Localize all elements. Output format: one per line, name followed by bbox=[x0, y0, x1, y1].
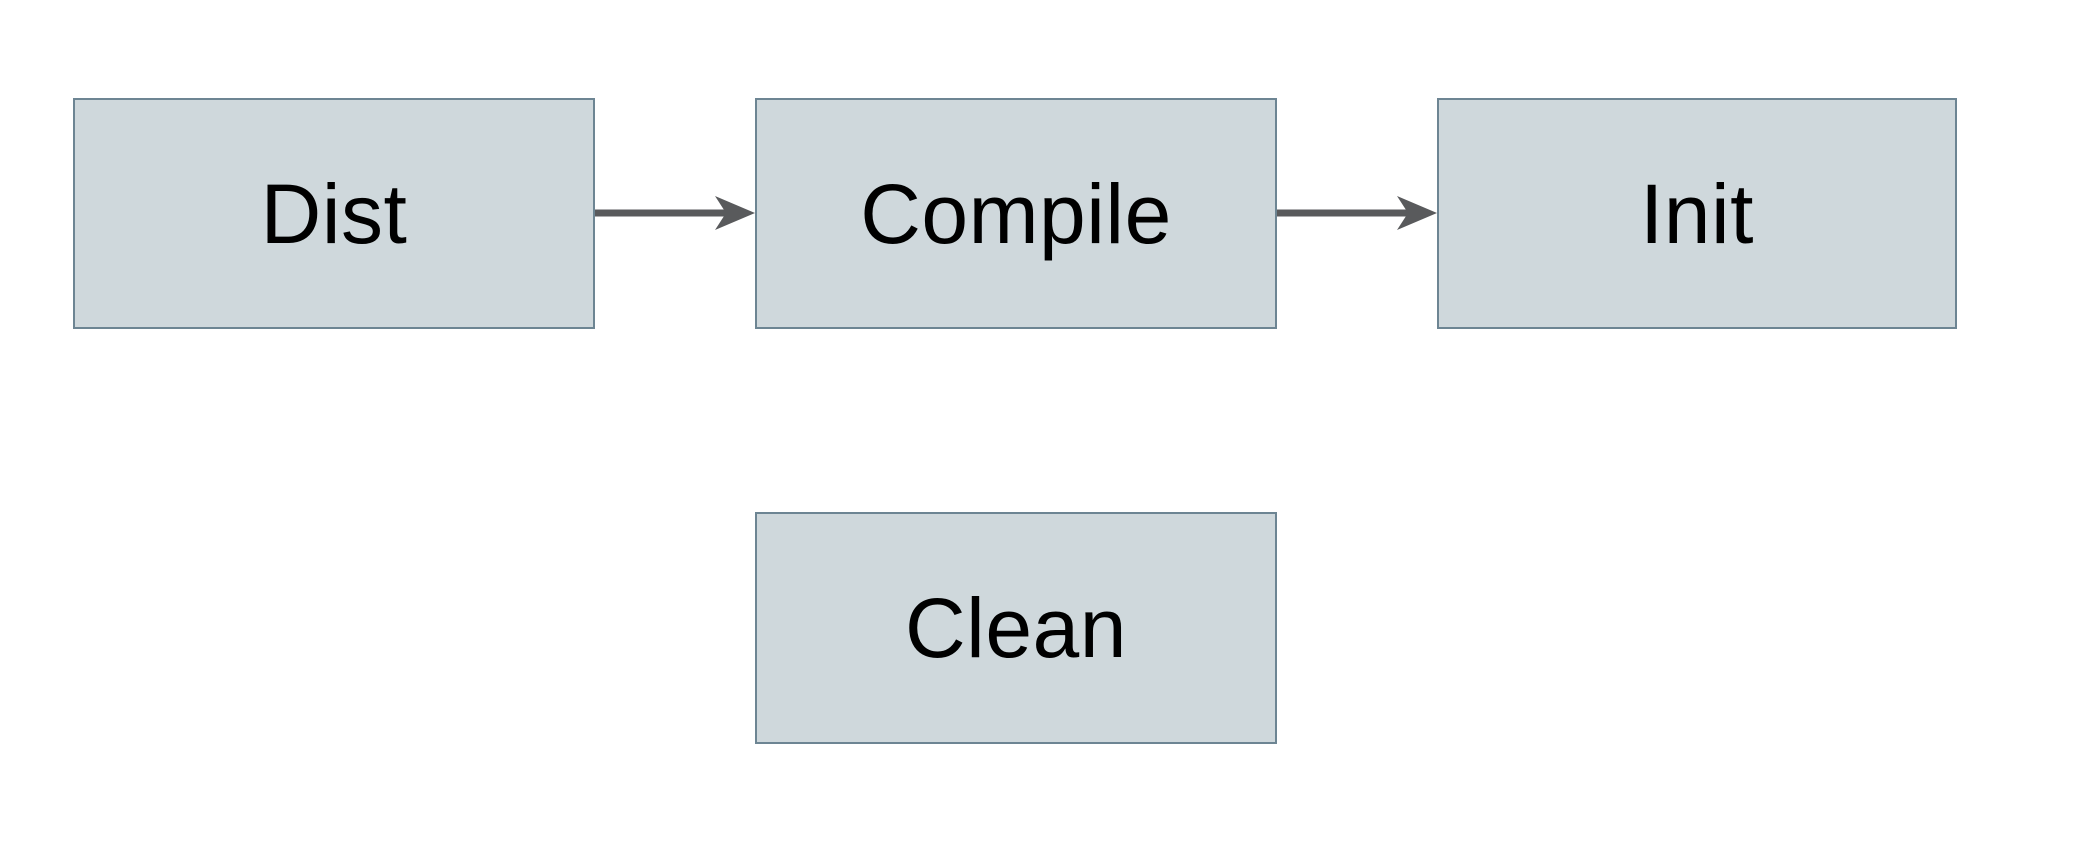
node-compile: Compile bbox=[755, 98, 1277, 329]
node-clean: Clean bbox=[755, 512, 1277, 744]
node-label: Clean bbox=[905, 581, 1127, 675]
node-label: Init bbox=[1639, 166, 1755, 261]
node-init: Init bbox=[1437, 98, 1957, 329]
node-label: Dist bbox=[260, 166, 408, 261]
node-label: Compile bbox=[860, 166, 1172, 261]
node-dist: Dist bbox=[73, 98, 595, 329]
arrow-head-compile-to-init bbox=[1397, 196, 1437, 230]
arrow-head-dist-to-compile bbox=[715, 196, 755, 230]
